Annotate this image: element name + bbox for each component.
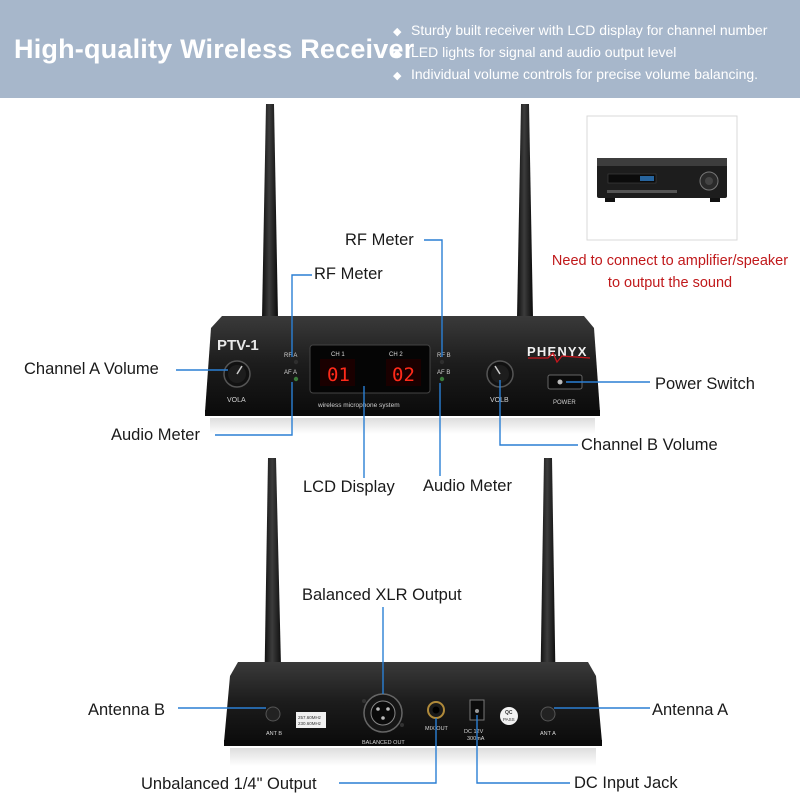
callout-antenna-a: Antenna A bbox=[652, 701, 729, 719]
callout-audio-meter-a: Audio Meter bbox=[111, 426, 200, 444]
af-b-led bbox=[439, 376, 445, 382]
diamond-bullet-icon: ◆ bbox=[393, 26, 402, 38]
leader-audio-meter-a bbox=[215, 382, 293, 436]
freq-line-1: 257.60MHz bbox=[298, 715, 322, 720]
rf-a-led bbox=[293, 359, 299, 365]
amplifier-thumbnail bbox=[586, 115, 738, 241]
af-a-led bbox=[293, 376, 299, 382]
rf-b-led bbox=[439, 359, 445, 365]
af-b-label: AF B bbox=[437, 370, 450, 376]
callout-rf-meter-b: RF Meter bbox=[345, 231, 414, 249]
volume-knob-b[interactable] bbox=[486, 360, 514, 388]
rf-b-label: RF B bbox=[437, 353, 451, 359]
volume-knob-a[interactable] bbox=[223, 360, 251, 388]
back-antenna-left bbox=[264, 458, 282, 708]
leader-rf-meter-b bbox=[424, 239, 443, 357]
lcd-ch1-label: CH 1 bbox=[331, 352, 345, 358]
freq-line-2: 230.60MHz bbox=[298, 721, 322, 726]
balanced-out-label: BALANCED OUT bbox=[362, 740, 405, 746]
callout-channel-b-volume: Channel B Volume bbox=[581, 436, 718, 454]
back-antenna-right bbox=[540, 458, 556, 708]
callout-rf-meter-a: RF Meter bbox=[314, 265, 383, 283]
note-line-1: Need to connect to amplifier/speaker bbox=[551, 253, 789, 269]
callout-lcd-display: LCD Display bbox=[303, 478, 395, 496]
callout-dc-input-jack: DC Input Jack bbox=[574, 774, 678, 792]
banner-title: High-quality Wireless Receiver bbox=[14, 34, 415, 64]
leader-channel-b-volume bbox=[499, 380, 578, 446]
note-line-2: to output the sound bbox=[607, 275, 733, 291]
leader-unbalanced-output bbox=[339, 718, 437, 784]
back-receiver: ANT B ANT A 257.60MHz 230.60MHz BALANCED… bbox=[224, 458, 602, 766]
callout-balanced-xlr-output: Balanced XLR Output bbox=[302, 586, 462, 604]
callout-antenna-b: Antenna B bbox=[88, 701, 166, 719]
amplifier-note: Need to connect to amplifier/speaker to … bbox=[540, 250, 800, 294]
lcd-ch2-label: CH 2 bbox=[389, 352, 403, 358]
xlr-output-connector[interactable] bbox=[362, 693, 404, 733]
frequency-sticker bbox=[296, 712, 326, 728]
quarter-inch-jack[interactable] bbox=[427, 701, 445, 719]
brand-logo: PHENYX bbox=[527, 344, 588, 359]
qc-line-1: QC bbox=[505, 710, 513, 716]
ant-b-label: ANT B bbox=[266, 731, 282, 737]
vol-a-label: VOLA bbox=[227, 397, 246, 404]
front-antenna-right bbox=[517, 104, 533, 318]
qc-pass-sticker bbox=[500, 707, 518, 725]
af-a-label: AF A bbox=[284, 370, 297, 376]
diamond-bullet-icon: ◆ bbox=[393, 70, 402, 82]
model-label: PTV-1 bbox=[217, 337, 259, 354]
back-receiver-body bbox=[224, 662, 602, 742]
front-antenna-left bbox=[262, 104, 278, 318]
leader-dc-input-jack bbox=[476, 715, 570, 784]
feature-item: ◆LED lights for signal and audio output … bbox=[393, 42, 767, 64]
callout-channel-a-volume: Channel A Volume bbox=[24, 360, 159, 378]
header-banner: High-quality Wireless Receiver ◆Sturdy b… bbox=[0, 0, 800, 98]
feature-item: ◆Sturdy built receiver with LCD display … bbox=[393, 20, 767, 42]
tagline-label: wireless microphone system bbox=[317, 402, 400, 409]
qc-line-2: PASS bbox=[503, 717, 515, 722]
diamond-bullet-icon: ◆ bbox=[393, 48, 402, 60]
ant-a-label: ANT A bbox=[540, 731, 556, 737]
dc-spec-line-2: 300mA bbox=[467, 736, 485, 742]
callout-lines bbox=[176, 239, 650, 784]
lcd-ch2-value: 02 bbox=[392, 364, 415, 386]
feature-list: ◆Sturdy built receiver with LCD display … bbox=[393, 20, 767, 86]
callout-audio-meter-b: Audio Meter bbox=[423, 477, 512, 495]
power-label: POWER bbox=[553, 400, 576, 406]
mix-out-label: MIX OUT bbox=[425, 726, 449, 732]
lcd-ch1-value: 01 bbox=[327, 364, 350, 386]
front-receiver: PTV-1 PHENYX VOLA RF A AF A CH 1 CH 2 01… bbox=[205, 104, 600, 434]
dc-spec-line-1: DC 12V bbox=[464, 729, 484, 735]
leader-rf-meter-a bbox=[291, 274, 312, 357]
rf-a-label: RF A bbox=[284, 353, 297, 359]
callout-power-switch: Power Switch bbox=[655, 375, 755, 393]
callout-unbalanced-output: Unbalanced 1/4" Output bbox=[141, 775, 317, 793]
feature-item: ◆Individual volume controls for precise … bbox=[393, 64, 767, 86]
